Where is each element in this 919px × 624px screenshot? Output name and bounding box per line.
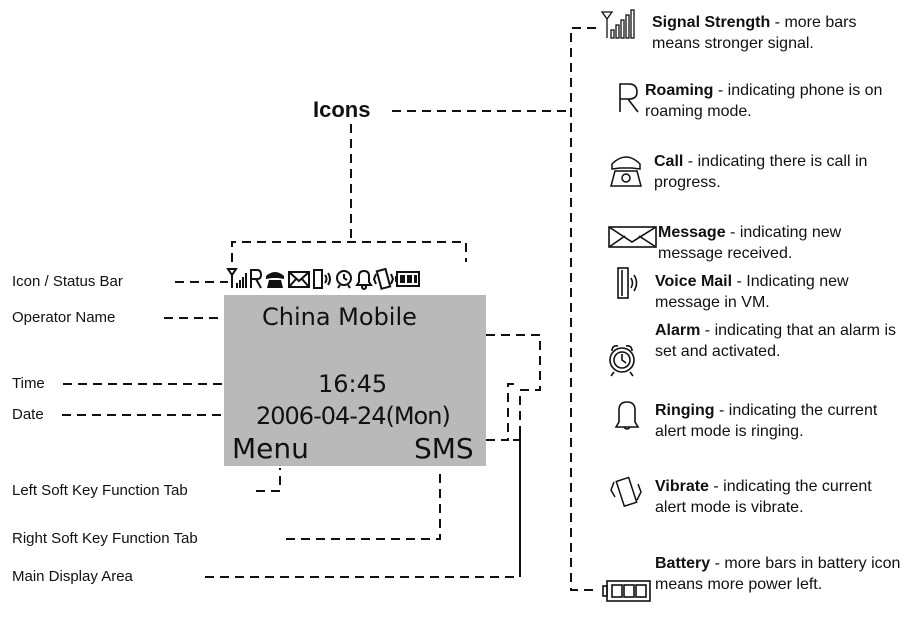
legend-roaming-icon	[619, 83, 639, 113]
time-display: 16:45	[318, 370, 388, 398]
label-main-display: Main Display Area	[12, 568, 133, 585]
date-display: 2006-04-24(Mon)	[256, 402, 451, 430]
legend-item-voice-mail: Voice Mail - Indicating new message in V…	[655, 271, 905, 313]
vibrate-icon	[372, 267, 395, 290]
left-soft-key: Menu	[232, 432, 309, 465]
voice-mail-icon	[313, 269, 331, 289]
legend-item-vibrate: Vibrate - indicating the current alert m…	[655, 476, 905, 518]
label-date: Date	[12, 406, 44, 423]
legend-call-name: Call	[654, 153, 684, 170]
diagram-title: Icons	[313, 97, 371, 122]
legend-icons	[600, 9, 657, 602]
right-soft-key: SMS	[414, 432, 474, 465]
battery-icon	[395, 271, 420, 287]
legend-item-alarm: Alarm - indicating that an alarm is set …	[655, 320, 905, 362]
legend-voice-mail-name: Voice Mail	[655, 273, 733, 290]
legend-ringing-name: Ringing	[655, 402, 715, 419]
signal-icon	[226, 268, 247, 288]
legend-signal-desc: - more bars means stronger signal.	[652, 14, 857, 52]
legend-item-battery: Battery - more bars in battery icon mean…	[655, 553, 905, 595]
legend-ringing-icon	[614, 401, 640, 430]
legend-item-message: Message - indicating new message receive…	[658, 222, 906, 264]
label-left-soft-key: Left Soft Key Function Tab	[12, 482, 188, 499]
call-icon	[266, 272, 284, 288]
legend-battery-icon	[602, 580, 651, 602]
legend-alarm-desc: - indicating that an alarm is set and ac…	[655, 322, 897, 360]
legend-signal-icon	[600, 9, 635, 39]
legend-vibrate-icon	[610, 476, 642, 508]
legend-battery-desc: - more bars in battery icon means more p…	[655, 555, 901, 593]
status-bar	[226, 267, 420, 290]
label-status-bar: Icon / Status Bar	[12, 273, 123, 290]
legend-battery-name: Battery	[655, 555, 711, 572]
legend-item-roaming: Roaming - indicating phone is on roaming…	[645, 80, 903, 122]
roaming-icon	[250, 269, 263, 289]
legend-voice-mail-desc: - Indicating new message in VM.	[655, 273, 849, 311]
label-right-soft-key: Right Soft Key Function Tab	[12, 530, 198, 547]
label-operator-name: Operator Name	[12, 309, 116, 326]
operator-name: China Mobile	[262, 303, 417, 331]
legend-call-icon	[610, 156, 642, 187]
alarm-icon	[336, 270, 352, 289]
legend-item-call: Call - indicating there is call in progr…	[654, 151, 902, 193]
ringing-icon	[355, 269, 373, 290]
legend-message-desc: - indicating new message received.	[658, 224, 842, 262]
legend-roaming-name: Roaming	[645, 82, 714, 99]
legend-voice-mail-icon	[617, 267, 638, 299]
legend-message-name: Message	[658, 224, 726, 241]
legend-alarm-name: Alarm	[655, 322, 701, 339]
legend-alarm-icon	[609, 345, 635, 377]
legend-roaming-desc: - indicating phone is on roaming mode.	[645, 82, 883, 120]
legend-vibrate-name: Vibrate	[655, 478, 709, 495]
legend-vibrate-desc: - indicating the current alert mode is v…	[655, 478, 872, 516]
legend-ringing-desc: - indicating the current alert mode is r…	[655, 402, 878, 440]
legend-message-icon	[608, 226, 657, 248]
label-time: Time	[12, 375, 45, 392]
message-icon	[288, 271, 310, 288]
main-display-area: China Mobile 16:45 2006-04-24(Mon) Menu …	[224, 295, 486, 466]
legend-call-desc: - indicating there is call in progress.	[654, 153, 868, 191]
legend-item-ringing: Ringing - indicating the current alert m…	[655, 400, 905, 442]
legend-item-signal: Signal Strength - more bars means strong…	[652, 12, 904, 54]
legend-signal-name: Signal Strength	[652, 14, 771, 31]
